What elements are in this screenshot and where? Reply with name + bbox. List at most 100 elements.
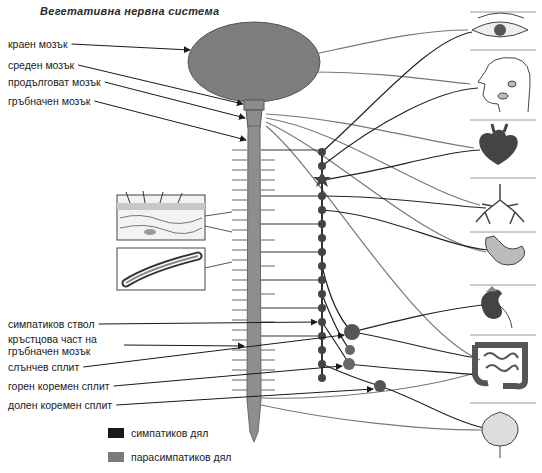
stomach-icon (486, 236, 525, 265)
intestine-icon (484, 353, 518, 371)
sympathetic-nerve (322, 196, 486, 208)
blood-vessel-illustration (117, 248, 205, 290)
part-label: долен коремен сплит (8, 399, 112, 411)
sympathetic-nerve (322, 210, 488, 250)
spinal-cord (261, 150, 322, 336)
sympathetic-trunk (318, 360, 326, 368)
blood-vessel-illustration (126, 256, 198, 283)
organ-panel-divider (470, 178, 536, 179)
organ-panel-divider (470, 12, 536, 13)
kidney-icon (486, 286, 497, 292)
leader-line (124, 345, 244, 346)
parasympathetic-nerve (306, 30, 468, 56)
part-label: среден мозък (8, 59, 74, 71)
nerve-plexus (345, 345, 355, 355)
leader-line (99, 322, 317, 324)
sympathetic-trunk (318, 318, 326, 326)
sympathetic-nerve (322, 150, 480, 180)
leader-line (94, 101, 246, 140)
blood-vessel-illustration (126, 256, 198, 283)
organ-panel-divider (470, 403, 536, 404)
sympathetic-trunk (318, 248, 326, 256)
intestine-icon (475, 345, 525, 386)
spinal-cord (261, 160, 275, 390)
part-label: симпатиков ствол (8, 318, 95, 330)
nerve-plexus (343, 324, 386, 392)
sympathetic-trunk (318, 346, 326, 354)
sympathetic-nerve (322, 32, 472, 152)
eye-icon (494, 24, 506, 36)
bladder-icon (482, 412, 518, 446)
legend-swatch (108, 452, 124, 462)
heart-icon (479, 124, 518, 165)
head-icon (515, 58, 530, 112)
skin-illustration (205, 212, 232, 268)
legend-swatch (108, 428, 124, 438)
part-label: кръстцова част на гръбначен мозък (8, 333, 120, 357)
sympathetic-trunk (318, 262, 326, 270)
sympathetic-trunk (318, 162, 326, 170)
bladder-icon (500, 446, 501, 458)
stomach-icon (486, 236, 525, 265)
diagram-title: Вегетативна нервна система (40, 5, 219, 17)
sympathetic-trunk (318, 192, 326, 200)
parasympathetic-nerve (312, 72, 470, 84)
sympathetic-trunk (318, 290, 326, 298)
leader-line (78, 65, 243, 104)
blood-vessel-illustration (117, 248, 205, 290)
eye-icon (478, 13, 524, 18)
eye-icon (472, 13, 528, 37)
organ-panel-divider (470, 50, 536, 51)
leader-line (116, 389, 373, 405)
part-label: продълговат мозък (8, 76, 101, 88)
organ-panel-divider (470, 335, 536, 336)
sympathetic-trunk (318, 276, 326, 284)
organ-panel-divider (470, 120, 536, 121)
leader-line (72, 44, 190, 50)
sympathetic-trunk (318, 374, 326, 382)
organ-panel-divider (470, 232, 536, 233)
organ-panel-divider (470, 285, 536, 286)
brain (244, 100, 264, 110)
spinal-cord (247, 126, 261, 442)
legend-entry: парасимпатиков дял (108, 451, 232, 463)
eye-icon (472, 22, 528, 37)
sympathetic-trunk (318, 148, 326, 156)
sympathetic-trunk (313, 148, 331, 382)
part-label: слънчев сплит (8, 361, 79, 373)
nerve-plexus (344, 324, 360, 340)
sympathetic-nerve (352, 332, 478, 358)
parasympathetic-nerve (266, 126, 480, 360)
nerve-plexus (374, 380, 386, 392)
kidney-icon (500, 306, 512, 328)
spinal-cord (232, 150, 247, 390)
leader-line (114, 366, 342, 386)
skin-illustration (126, 191, 182, 203)
parasympathetic-nerve (261, 405, 482, 430)
leader-line (83, 335, 344, 367)
legend-text: парасимпатиков дял (131, 451, 232, 463)
kidney-icon (481, 290, 502, 319)
part-label: гръбначен мозък (8, 95, 90, 107)
sympathetic-nerve (322, 294, 350, 350)
skin-illustration (120, 215, 202, 233)
sympathetic-nerve (322, 266, 352, 332)
part-label: горен коремен сплит (8, 380, 110, 392)
sympathetic-trunk (318, 220, 326, 228)
sympathetic-trunk (318, 234, 326, 242)
head-icon (508, 81, 516, 87)
kidney-icon (481, 286, 512, 328)
brain (188, 22, 320, 128)
sympathetic-nerve (352, 305, 482, 332)
brain (246, 110, 262, 128)
sympathetic-nerve (322, 32, 488, 428)
leader-line (72, 44, 373, 405)
sympathetic-nerve (380, 386, 484, 428)
head-icon (498, 93, 508, 99)
sympathetic-nerve (349, 364, 478, 375)
head-icon (478, 58, 515, 112)
heart-icon (479, 130, 518, 165)
blood-vessel-illustration (126, 256, 198, 283)
sympathetic-trunk (313, 172, 331, 187)
